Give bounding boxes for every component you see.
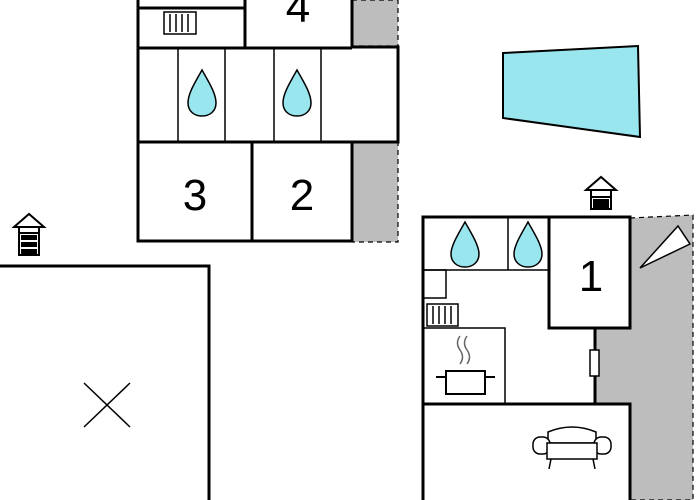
bathroom bbox=[177, 47, 226, 143]
building-upper-left: 4 3 2 bbox=[136, 0, 400, 243]
radiator-icon bbox=[163, 11, 197, 35]
cooking-pot-icon bbox=[436, 335, 495, 395]
triangle-icon bbox=[639, 224, 692, 269]
outer-wall bbox=[421, 215, 632, 500]
kitchen-counter bbox=[423, 327, 506, 404]
terrace-lower bbox=[351, 141, 399, 243]
water-drop-icon bbox=[513, 220, 543, 268]
room-number-3: 3 bbox=[183, 171, 207, 220]
building-lower-left bbox=[0, 264, 211, 500]
building-right: 1 bbox=[421, 214, 694, 500]
house-entrance-icon bbox=[583, 175, 619, 210]
sofa-icon bbox=[532, 426, 612, 470]
cross-icon bbox=[83, 382, 131, 428]
terrace-upper bbox=[351, 0, 399, 47]
outer-wall bbox=[0, 264, 211, 500]
swimming-pool bbox=[502, 44, 642, 139]
water-drop-icon bbox=[187, 68, 217, 117]
water-drop-icon bbox=[282, 68, 312, 117]
house-entrance-icon bbox=[11, 212, 47, 256]
room-number-4: 4 bbox=[286, 0, 310, 32]
radiator-icon bbox=[426, 303, 459, 327]
window bbox=[589, 349, 600, 377]
room-number-1: 1 bbox=[579, 252, 603, 301]
room-number-2: 2 bbox=[290, 171, 314, 220]
outer-wall bbox=[136, 0, 400, 243]
interior-wall bbox=[547, 217, 595, 330]
terrace-right bbox=[594, 214, 694, 500]
water-drop-icon bbox=[450, 220, 480, 268]
bathroom bbox=[273, 47, 322, 143]
closet bbox=[422, 269, 447, 299]
